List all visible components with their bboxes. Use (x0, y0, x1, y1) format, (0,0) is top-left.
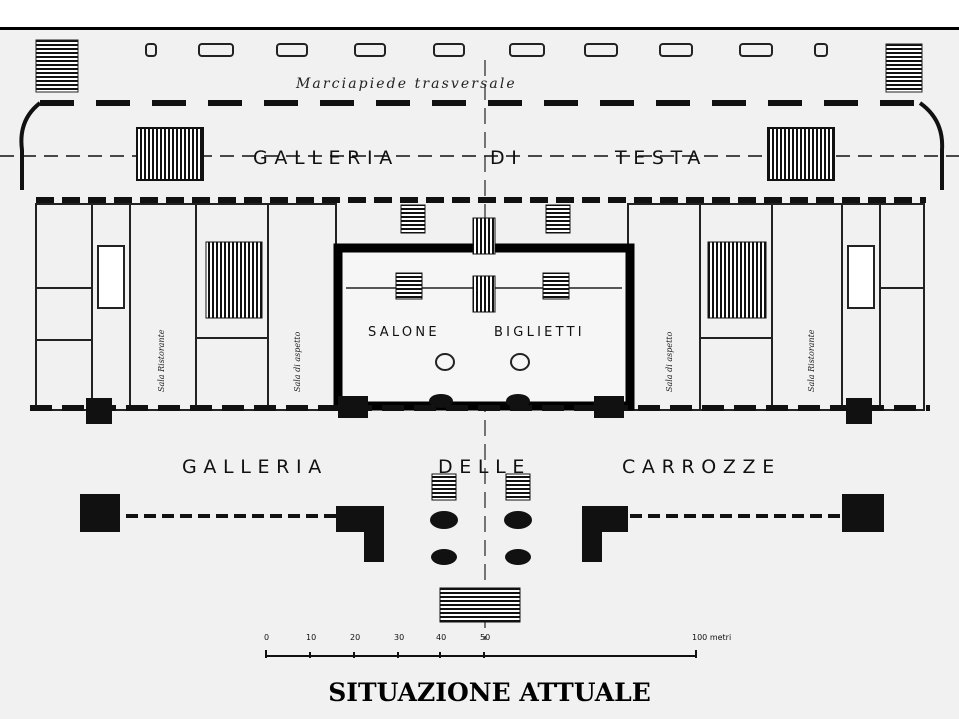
label-galleria-testa-3: TESTA (614, 147, 707, 169)
salone-stair-right (542, 272, 570, 300)
scale-end-label: 100 metri (692, 633, 731, 642)
label-biglietti: BIGLIETTI (494, 325, 585, 340)
room-label-left-outer: Sala Ristorante (157, 329, 166, 392)
room-wing-left (35, 203, 337, 411)
scale-tick-50: 50 (480, 633, 490, 642)
salone-biglietti-walls (333, 243, 635, 411)
floor-plan-drawing: Marciapiede trasversale GALLERIA DI TEST… (0, 39, 959, 658)
facade-pillars (86, 394, 872, 424)
salone-stair-mid (472, 275, 496, 313)
room-label-right-outer: Sala Ristorante (807, 329, 816, 392)
corner-stair-nw (35, 39, 79, 93)
stairs-waiting-left (205, 241, 263, 319)
carrozze-stair-right (505, 473, 531, 501)
staircase-testa-right (767, 127, 835, 181)
entry-stair-a (400, 204, 426, 234)
room-label-right-inner: Sala di aspetto (665, 331, 674, 392)
marciapiede-label: Marciapiede trasversale (295, 76, 517, 92)
label-galleria-carrozze-1: GALLERIA (182, 456, 328, 478)
scale-tick-30: 30 (394, 633, 404, 642)
staircase-testa-left (136, 127, 204, 181)
room-label-left-inner: Sala di aspetto (293, 331, 302, 392)
scale-bar (265, 650, 697, 658)
scale-tick-10: 10 (306, 633, 316, 642)
label-galleria-carrozze-3: CARROZZE (622, 456, 781, 478)
label-salone: SALONE (368, 325, 440, 340)
top-frame-bar (0, 0, 959, 30)
salone-column-right (510, 353, 530, 371)
salone-stair-left (395, 272, 423, 300)
label-galleria-carrozze-2: DELLE (438, 456, 531, 478)
floor-plan: Marciapiede trasversale GALLERIA DI TEST… (0, 30, 959, 719)
porte-cochere (80, 494, 884, 565)
entry-stair-b (545, 204, 571, 234)
salone-column-left (435, 353, 455, 371)
scale-tick-40: 40 (436, 633, 446, 642)
scale-tick-20: 20 (350, 633, 360, 642)
carrozze-stair-left (431, 473, 457, 501)
salone-stair-top (472, 217, 496, 255)
label-galleria-testa-1: GALLERIA (253, 147, 399, 169)
label-galleria-testa-2: DI (490, 147, 524, 169)
stairs-waiting-right (707, 241, 767, 319)
platform-columns (145, 43, 828, 57)
scale-tick-0: 0 (264, 633, 269, 642)
front-steps (439, 587, 521, 623)
corner-stair-ne (885, 43, 923, 93)
caption: SITUAZIONE ATTUALE (328, 678, 651, 707)
